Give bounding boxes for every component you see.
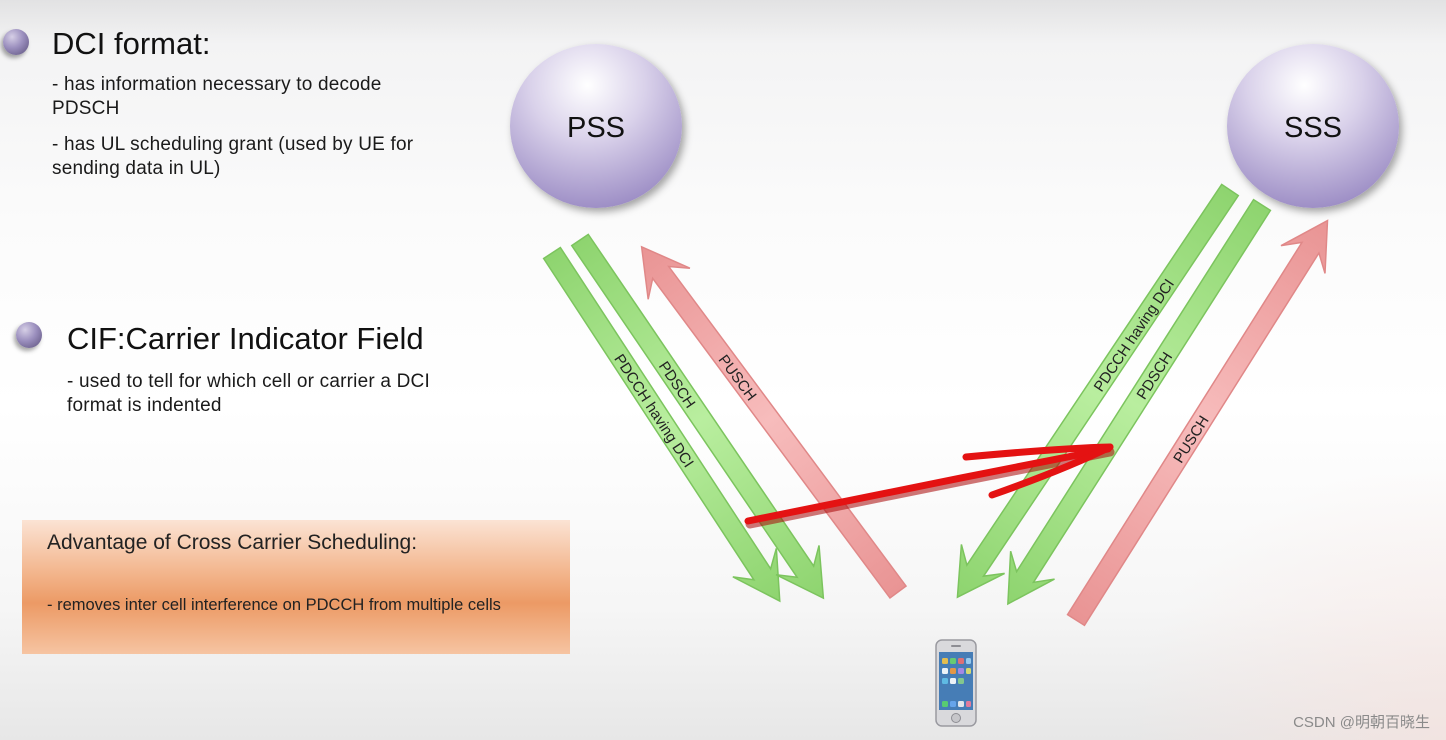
advantage-box: Advantage of Cross Carrier Scheduling: -… (22, 520, 570, 654)
cif-heading: CIF:Carrier Indicator Field (67, 321, 424, 356)
phone-icon (935, 639, 977, 727)
right-pdsch-arrow: PDSCH (1007, 198, 1272, 606)
background-fade (1126, 460, 1446, 740)
cif-bullet-icon (16, 322, 42, 348)
cross-carrier-arrow (744, 443, 1115, 529)
cif-line: - used to tell for which cell or carrier… (67, 371, 430, 416)
sss-label: SSS (1284, 112, 1342, 144)
advantage-title: Advantage of Cross Carrier Scheduling: (47, 531, 418, 554)
sss-node: SSS (1227, 44, 1399, 208)
pss-node: PSS (510, 44, 682, 208)
dci-heading: DCI format: (52, 26, 211, 61)
watermark: CSDN @明朝百晓生 (1293, 714, 1430, 731)
dci-line-decode: - has information necessary to decode PD… (52, 74, 382, 119)
left-pdsch-arrow: PDSCH (570, 233, 825, 600)
pss-label: PSS (567, 112, 625, 144)
dci-line-ul-grant: - has UL scheduling grant (used by UE fo… (52, 134, 414, 179)
right-pusch-arrow: PUSCH (1066, 219, 1329, 627)
dci-bullet-icon (3, 29, 29, 55)
advantage-text: - removes inter cell interference on PDC… (47, 596, 501, 614)
right-pdcch-arrow: PDCCH having DCI (956, 183, 1240, 599)
